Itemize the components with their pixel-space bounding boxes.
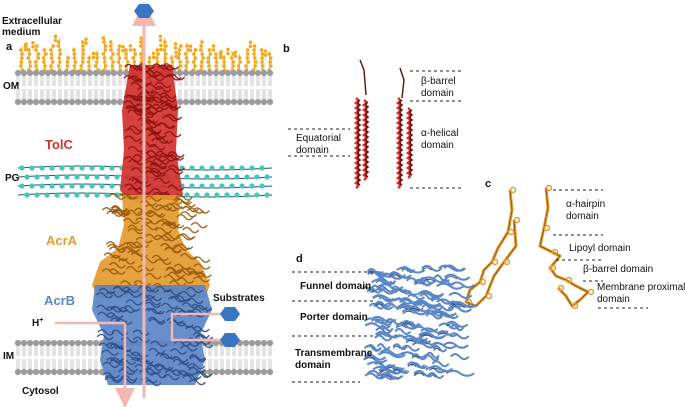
acra-label: AcrA [46,233,78,248]
substrate-hexagon-2 [220,333,240,347]
panel-c-letter: c [485,178,491,190]
substrates-label: Substrates [213,293,265,304]
substrate-path-arrow [170,312,225,342]
d-porter-label: Porter domain [300,312,368,323]
panel-b-letter: b [283,43,290,55]
c-beta-barrel-label: β-barrel domain [583,264,653,275]
panel-d-letter: d [296,253,303,265]
lps-chains [18,34,273,72]
acrb-label: AcrB [44,293,75,308]
panel-a-letter: a [6,41,13,53]
cytosol-label: Cytosol [22,386,59,397]
acrb-monomer [361,264,479,381]
im-label: IM [3,351,14,362]
acrb-structure [92,285,214,387]
d-funnel-label: Funnel domain [300,281,371,292]
c-lipoyl-label: Lipoyl domain [569,243,631,254]
pg-label: PG [5,173,20,184]
acra-monomer-left [464,186,521,308]
om-label: OM [3,81,19,92]
tolc-monomer-left [353,59,370,190]
substrate-hexagon-1 [220,307,240,321]
tolc-monomer-right [395,67,414,190]
tolc-label: TolC [45,137,74,152]
proton-label: H+ [32,317,43,329]
acra-structure [92,193,212,298]
substrate-hexagon-top [134,4,154,18]
acra-monomer-right [538,184,595,310]
outer-membrane [14,34,274,106]
